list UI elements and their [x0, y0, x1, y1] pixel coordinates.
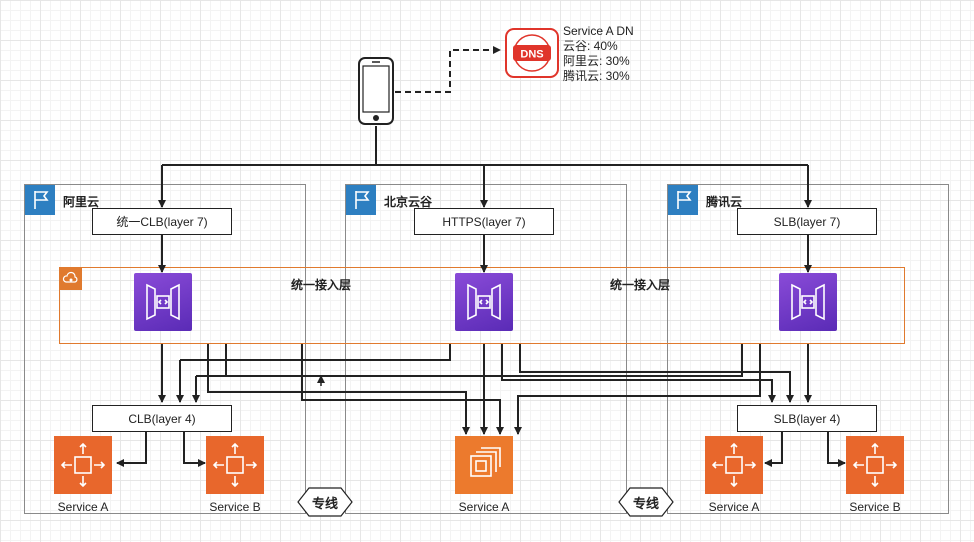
service-label: Service A	[458, 500, 510, 514]
ec2-instance-icon	[54, 436, 112, 494]
entry-lb-aliyun: 统一CLB(layer 7)	[92, 208, 232, 235]
access-layer-label-right: 统一接入层	[610, 278, 671, 292]
service-label: Service A	[57, 500, 109, 514]
entry-lb-tencent: SLB(layer 7)	[737, 208, 877, 235]
dns-line: 腾讯云: 30%	[563, 69, 630, 83]
api-gateway-icon	[134, 273, 192, 331]
region-title: 阿里云	[63, 195, 100, 209]
flag-icon	[668, 185, 698, 215]
ec2-instance-icon	[846, 436, 904, 494]
dns-weights: Service A DN 云谷: 40% 阿里云: 30% 腾讯云: 30%	[563, 24, 634, 84]
api-gateway-icon	[455, 273, 513, 331]
dedicated-line-left: 专线	[297, 487, 353, 517]
access-layer-label-left: 统一接入层	[291, 278, 352, 292]
lb4-aliyun: CLB(layer 4)	[92, 405, 232, 432]
flag-icon	[25, 185, 55, 215]
dns-line: Service A DN	[563, 24, 634, 38]
dns-icon: DNS	[505, 28, 559, 78]
mobile-phone-icon	[358, 57, 394, 125]
dedicated-line-label: 专线	[311, 495, 338, 511]
region-title: 北京云谷	[384, 195, 433, 209]
region-yungu: 北京云谷	[345, 184, 627, 514]
lb4-tencent: SLB(layer 4)	[737, 405, 877, 432]
cloud-access-icon	[60, 268, 82, 290]
region-aliyun: 阿里云	[24, 184, 306, 514]
ec2-instance-icon	[705, 436, 763, 494]
dns-line: 阿里云: 30%	[563, 54, 630, 68]
dedicated-line-label: 专线	[632, 495, 659, 511]
dedicated-line-right: 专线	[618, 487, 674, 517]
dns-logo-text: DNS	[520, 49, 543, 61]
service-label: Service B	[849, 500, 901, 514]
api-gateway-icon	[779, 273, 837, 331]
service-label: Service A	[708, 500, 760, 514]
flag-icon	[346, 185, 376, 215]
service-label: Service B	[209, 500, 261, 514]
entry-lb-yungu: HTTPS(layer 7)	[414, 208, 554, 235]
ec2-instances-icon	[455, 436, 513, 494]
region-title: 腾讯云	[706, 195, 743, 209]
dns-line: 云谷: 40%	[563, 39, 618, 53]
ec2-instance-icon	[206, 436, 264, 494]
